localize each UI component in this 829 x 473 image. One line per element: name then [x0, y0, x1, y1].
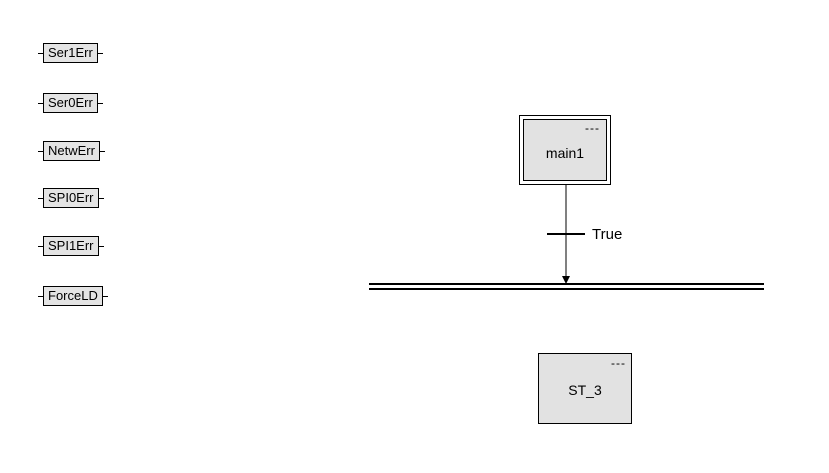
pin-stub-right	[99, 246, 104, 247]
step-action-marker: ---	[611, 356, 626, 370]
pin-stub-right	[98, 53, 103, 54]
transition-condition[interactable]: True	[592, 226, 623, 243]
pin-stub-right	[100, 151, 105, 152]
pin-stub-left	[38, 103, 43, 104]
pin-stub-left	[38, 246, 43, 247]
initial-step-main1[interactable]: --- main1	[519, 115, 611, 185]
step-name: main1	[545, 145, 585, 161]
pin-stub-right	[103, 296, 108, 297]
variable-label: SPI0Err	[43, 188, 99, 208]
variable-label: Ser1Err	[43, 43, 98, 63]
pin-stub-left	[38, 53, 43, 54]
pin-stub-right	[98, 103, 103, 104]
initial-step-inner-frame: --- main1	[523, 119, 607, 181]
pin-stub-left	[38, 151, 43, 152]
variable-label: SPI1Err	[43, 236, 99, 256]
variable-label: ForceLD	[43, 286, 103, 306]
step-st3[interactable]: --- ST_3	[538, 353, 632, 424]
variable-label: Ser0Err	[43, 93, 98, 113]
variable-label: NetwErr	[43, 141, 100, 161]
step-name: ST_3	[568, 382, 602, 398]
flow-arrowhead	[562, 276, 570, 284]
step-action-marker: ---	[585, 121, 600, 135]
pin-stub-left	[38, 296, 43, 297]
pin-stub-left	[38, 198, 43, 199]
pin-stub-right	[99, 198, 104, 199]
